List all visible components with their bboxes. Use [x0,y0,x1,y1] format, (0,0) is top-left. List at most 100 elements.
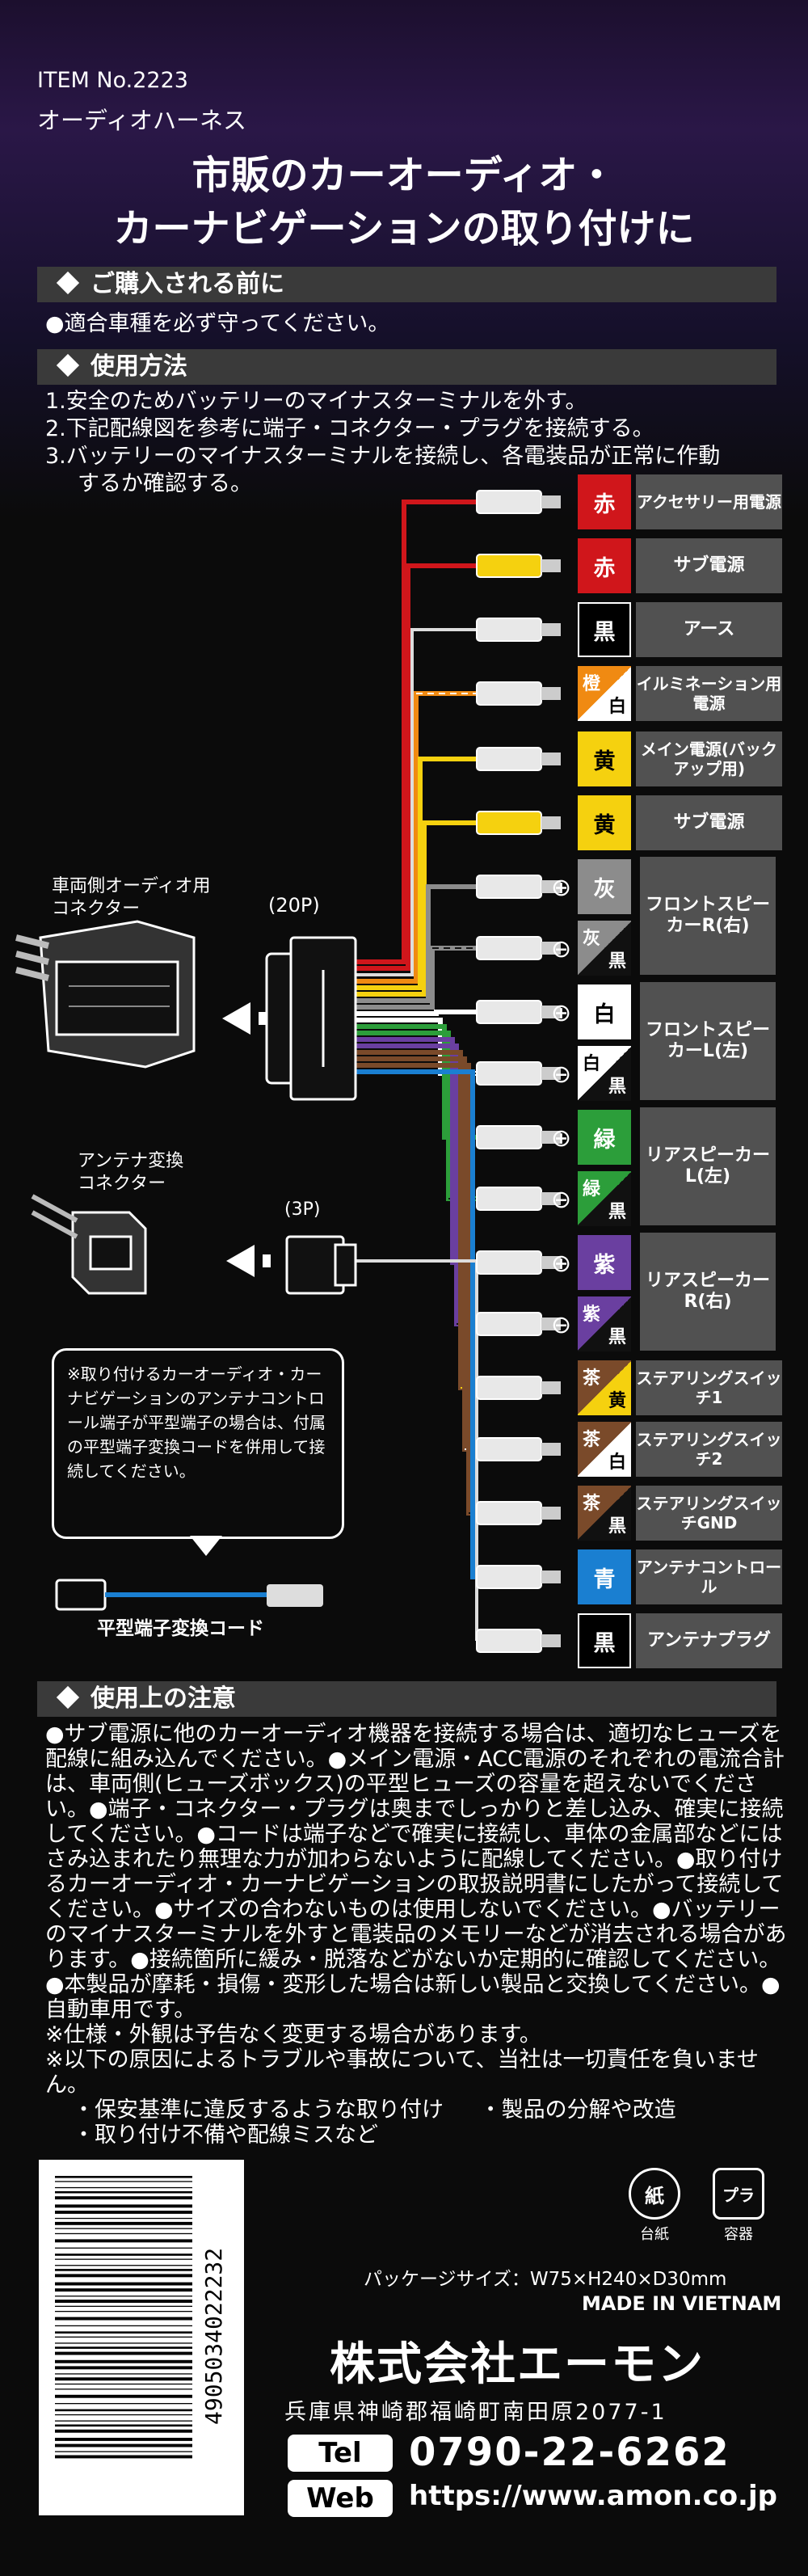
adapter-label: 平型端子変換コード [97,1618,264,1639]
pin-count-3p: (3P) [284,1199,321,1220]
wire-label: 紫 [578,1235,782,1290]
recycle-plastic: プラ 容器 [713,2168,764,2244]
wire-label: 緑 [578,1110,782,1165]
recycle-paper-label: 台紙 [640,2226,669,2243]
barcode-bar [55,2204,192,2208]
wire-label: 白黒 [578,1046,782,1101]
recycle-paper: 紙 台紙 [629,2168,680,2244]
item-number: ITEM No.2223 [37,68,188,93]
barcode-bar [55,2317,192,2321]
plus-icon: ⊕ [551,1250,571,1278]
tel-label: Tel [288,2435,393,2472]
barcode-bar [55,2305,192,2307]
wire-color-stripe: 黄 [608,1391,626,1411]
barcode-bar [55,2342,192,2344]
wire-color-primary: 橙 [583,674,601,694]
wire-terminal [476,554,561,578]
before-purchase-text: ●適合車種を必ず守ってください。 [45,311,390,336]
wire-terminal [476,1000,561,1024]
wire-terminal [476,1376,561,1400]
wire-label: 紫黒 [578,1296,782,1351]
wire-label: 赤アクセサリー用電源 [578,474,782,529]
barcode-bar [55,2455,192,2459]
wire-label: 緑黒 [578,1171,782,1226]
barcode-bar [55,2217,192,2220]
spec-note: ※仕様・外観は予告なく変更する場合があります。 [45,2022,541,2047]
wire-color-stripe: 白 [608,697,626,717]
barcode-bar [55,2336,192,2338]
minus-icon: ⊖ [551,1060,571,1089]
web-url[interactable]: https://www.amon.co.jp [409,2480,777,2512]
adapter-note: ※取り付けるカーオーディオ・カーナビゲーションのアンテナコントロール端子が平型端… [52,1348,344,1539]
wire-color-chip: 紫 [578,1235,631,1290]
wire [356,1069,477,1579]
cautions-paragraph: ●サブ電源に他のカーオーディオ機器を接続する場合は、適切なヒューズを配線に組み込… [45,1722,787,2022]
plus-icon: ⊕ [551,874,571,902]
harness-3p-connector [285,1235,357,1295]
wire [356,500,477,964]
wire-color-chip: 茶白 [578,1422,631,1477]
wire-color-primary: 茶 [583,1430,601,1450]
wire-label: 青アンテナコントロール [578,1549,782,1604]
section-title: 使用方法 [90,352,187,381]
wire-function-label: ステアリングスイッチGND [636,1486,782,1541]
barcode-bar [55,2366,192,2370]
barcode-bar [55,2211,192,2214]
vehicle-connector-label-1: 車両側オーディオ用 [52,876,211,896]
wire-color-chip: 茶黄 [578,1360,631,1415]
wire [356,563,477,971]
barcode-bar [55,2253,192,2256]
wire-terminal [476,936,561,960]
wire-color-stripe: 黒 [608,951,626,972]
step-3-cont: するか確認する。 [78,471,252,496]
wire-terminal [476,1565,561,1589]
wire [356,1010,477,1016]
barcode-bar [55,2346,192,2349]
barcode-bar [55,2300,192,2303]
web-label: Web [288,2480,393,2517]
step-3: 3.バッテリーのマイナスターミナルを接続し、各電装品が正常に作動 [45,444,721,469]
wire [356,820,477,997]
wire-terminal [476,1125,561,1149]
wire-color-chip: 緑 [578,1110,631,1165]
wire-color-chip: 黄 [578,731,631,786]
harness-20p-connector [265,936,357,1101]
cautions-body: ●サブ電源に他のカーオーディオ機器を接続する場合は、適切なヒューズを配線に組み込… [45,1722,789,2148]
plastic-recycle-icon: プラ [713,2168,764,2220]
barcode-bar [55,2359,192,2363]
barcode-bar [55,2394,192,2398]
section-cautions: 使用上の注意 [37,1681,776,1717]
wire-color-chip: 灰 [578,859,631,914]
group-front-r: フロントスピーカーR(右) [640,857,776,975]
company-address: 兵庫県神崎郡福崎町南田原2077-1 [284,2400,667,2425]
tel-number[interactable]: 0790-22-6262 [409,2430,730,2475]
barcode-bar [55,2373,192,2375]
barcode-bar [55,2409,192,2412]
section-usage: 使用方法 [37,349,776,385]
wire-label: 茶黄ステアリングスイッチ1 [578,1360,782,1415]
product-name: オーディオハーネス [37,107,246,134]
barcode-bar [55,2282,192,2286]
wire-function-label: アース [636,602,782,657]
wire-color-primary: 茶 [583,1368,601,1389]
group-rear-r: リアスピーカーR(右) [640,1233,776,1351]
barcode-bar [55,2232,192,2235]
section-title: 使用上の注意 [90,1684,236,1713]
arrow-left-icon [222,1002,250,1035]
barcode-bar [55,2186,192,2189]
wire-function-label: ステアリングスイッチ2 [636,1422,782,1477]
barcode-bar [55,2228,192,2229]
wire-color-stripe: 黒 [608,1516,626,1537]
wire-terminal [476,681,561,706]
barcode-bar [55,2311,192,2312]
wire-terminal [476,1437,561,1461]
wire [356,1050,477,1390]
wire-color-chip: 黒 [578,1613,631,1668]
wire-color-primary: 緑 [583,1179,601,1199]
wire-label: 橙白イルミネーション用電源 [578,666,782,721]
barcode-bar [55,2221,192,2225]
wire-color-chip: 白黒 [578,1046,631,1101]
wire-color-chip: 黒 [578,602,631,657]
wire-terminal [476,1250,561,1275]
plus-icon: ⊕ [551,999,571,1027]
